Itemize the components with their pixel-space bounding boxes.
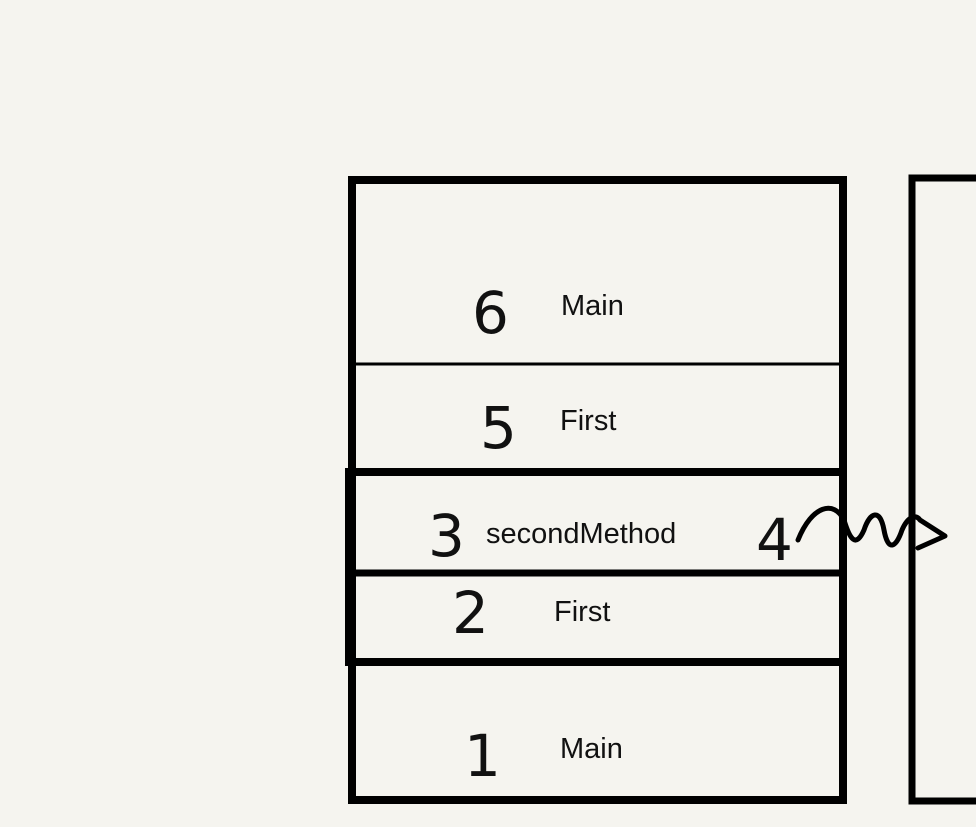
stack-box [348,176,847,804]
annotation-arrow [795,505,948,551]
frame-6-number: 6 [472,279,509,347]
frame-3-number: 3 [428,502,465,570]
frame-5-number: 5 [480,394,517,462]
frame-2-number: 2 [452,579,489,647]
annotation-number: 4 [756,506,793,574]
frame-2-label: First [554,596,610,628]
highlight-frames-3-2 [345,468,847,666]
right-box [908,174,976,805]
frame-6-label: Main [561,290,624,322]
frame-1-number: 1 [464,722,501,790]
frame-1-label: Main [560,733,623,765]
frame-3-label: secondMethod [486,518,676,550]
frame-5-label: First [560,405,616,437]
